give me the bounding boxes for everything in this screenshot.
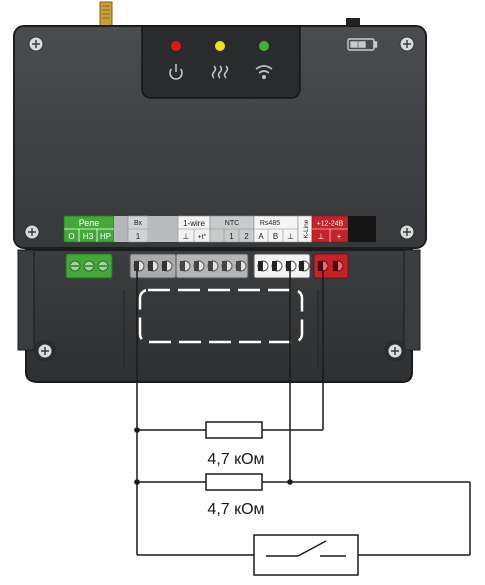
label-strip-end: [348, 216, 376, 242]
indicator-panel: [141, 25, 301, 99]
rs485-b-label: B: [273, 232, 278, 241]
screw-top-left: [28, 36, 44, 52]
onewire-ntc-terminal-block: [175, 253, 249, 279]
rs485-gnd-label: ⊥: [287, 232, 294, 241]
power-title: +12-24В: [317, 221, 344, 228]
junction-dot: [134, 427, 140, 433]
rs485-a-label: A: [258, 232, 264, 241]
onewire-plus-label: +t°: [198, 233, 207, 241]
resistor-2: [205, 473, 263, 491]
onewire-title: 1-wire: [183, 219, 205, 228]
switch-contact: [253, 534, 359, 576]
resistor-2-label: 4,7 кОм: [207, 501, 264, 518]
led-yellow: [215, 41, 225, 51]
rs485-title: Rs485: [260, 220, 280, 227]
heating-icon: [211, 65, 229, 79]
screw-bottom-left: [34, 340, 56, 362]
ntc-title: NTC: [225, 220, 239, 227]
resistor-1: [205, 421, 263, 439]
cable-entry-knockout: [138, 288, 304, 344]
ntc-1-label: 1: [229, 232, 234, 241]
battery-icon: [347, 38, 378, 51]
junction-dot: [287, 479, 293, 485]
ntc-2-label: 2: [244, 232, 249, 241]
relay-terminal-block: [65, 253, 113, 279]
led-green: [259, 41, 269, 51]
resistor-1-label: 4,7 кОм: [207, 451, 264, 468]
relay-nr-label: НР: [100, 232, 111, 241]
power-icon: [169, 64, 183, 80]
wifi-icon: [255, 65, 273, 80]
wiring: [136, 270, 471, 556]
terminal-label-strip: Реле О НЗ НР Вх 1 1-wire ⊥ +t° NTC 1 2 R…: [63, 215, 376, 243]
relay-title: Реле: [79, 218, 100, 228]
led-red: [171, 41, 181, 51]
kline-label: K-Line: [303, 219, 310, 238]
device-case-lower: [25, 249, 413, 383]
power-gnd-label: ⊥: [318, 232, 325, 241]
relay-o-label: О: [68, 232, 74, 241]
screw-bottom-right: [384, 340, 406, 362]
relay-nz-label: НЗ: [83, 232, 94, 241]
antenna: [99, 1, 113, 31]
screw-mid-right: [399, 224, 415, 240]
input-title: Вх: [134, 220, 143, 227]
junction-dot: [134, 479, 140, 485]
onewire-gnd-label: ⊥: [183, 232, 190, 241]
rs485-terminal-block: [253, 253, 311, 279]
screw-top-right: [399, 36, 415, 52]
power-plus-label: +: [337, 232, 342, 241]
input-1-label: 1: [136, 232, 141, 241]
screw-mid-left: [24, 224, 40, 240]
power-terminal-block: [313, 253, 349, 279]
